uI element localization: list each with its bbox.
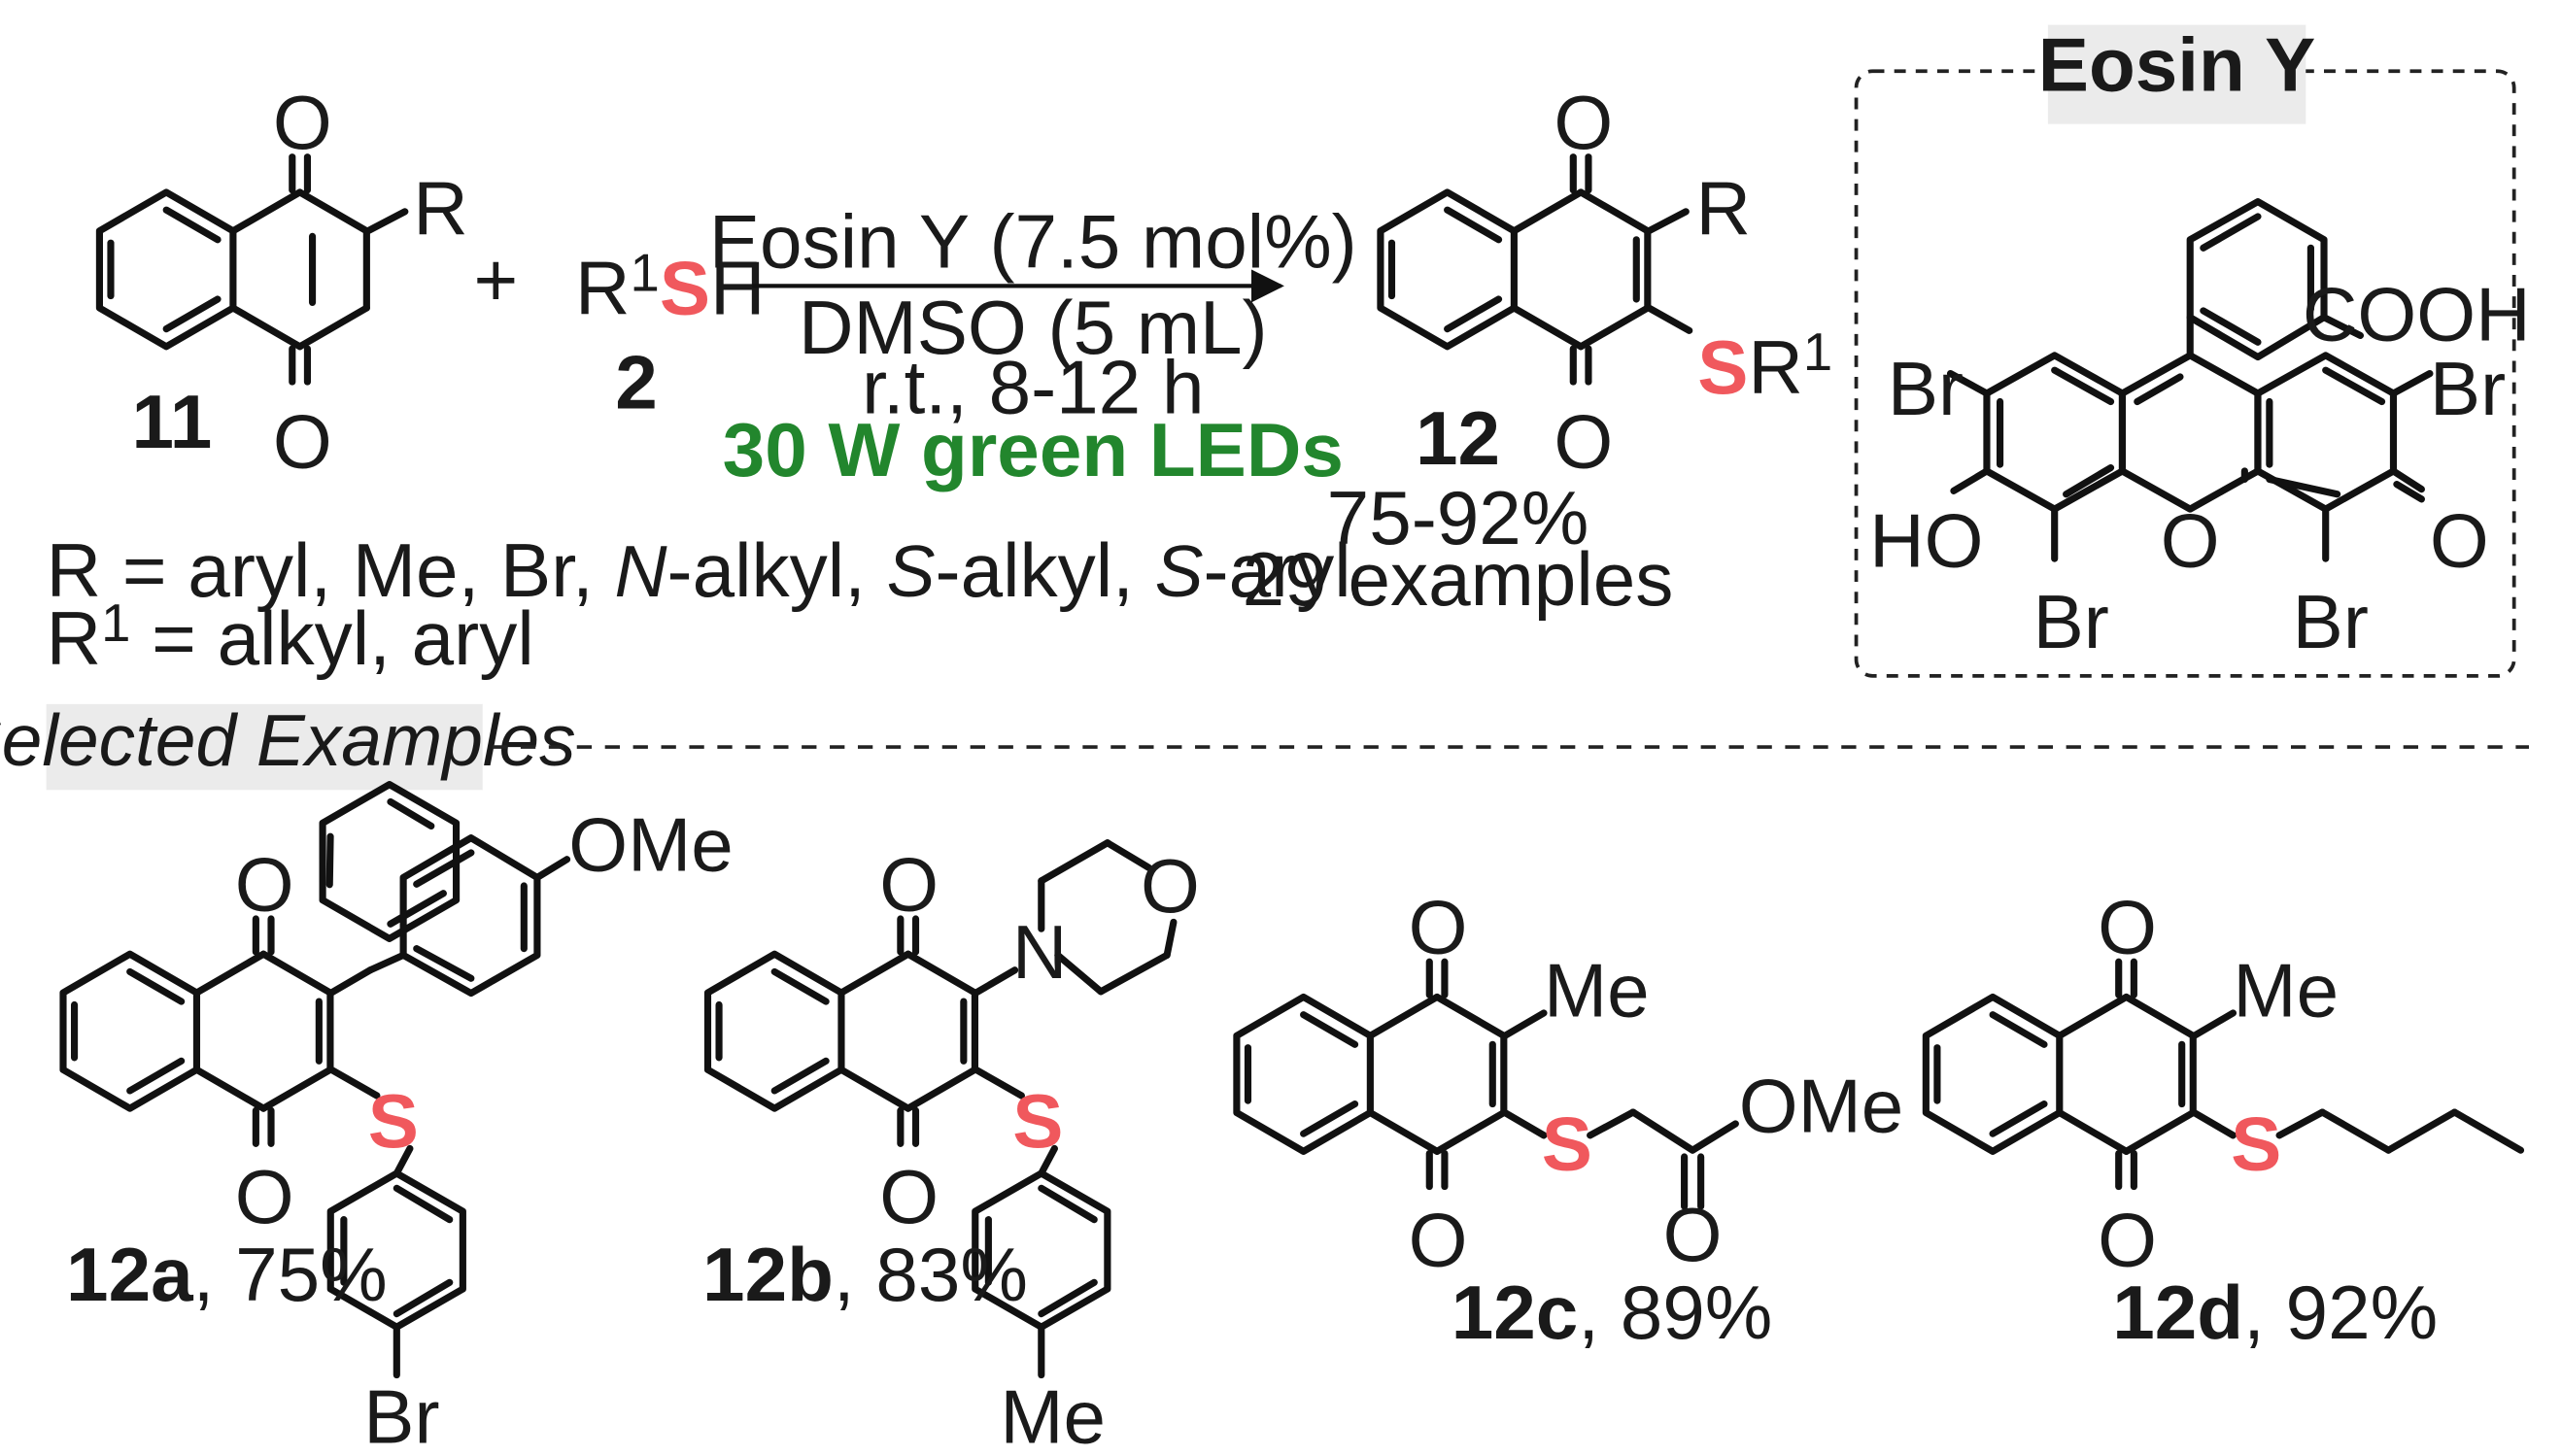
12c-o-top: O <box>1409 885 1468 970</box>
12b-label: 12b <box>702 1232 834 1317</box>
eosin-title-box <box>2047 24 2306 124</box>
scope-r-line: R = aryl, Me, Br, N-alkyl, S-alkyl, S-ar… <box>47 527 1351 613</box>
product-yield: 75-92% <box>1327 475 1589 560</box>
12d-yield: , 92% <box>2243 1270 2438 1355</box>
product-examples: 29 examples <box>1243 536 1674 622</box>
reactant-r-label: R <box>413 166 468 252</box>
12a-label: 12a <box>66 1232 194 1317</box>
12d-o-top: O <box>2098 885 2157 970</box>
svg-text:12b, 83%: 12b, 83% <box>702 1232 1028 1317</box>
svg-text:12a, 75%: 12a, 75% <box>66 1232 388 1317</box>
12d-sulfur: S <box>2231 1101 2281 1187</box>
reactant-o-top: O <box>273 80 332 165</box>
svg-text:SR1: SR1 <box>1697 322 1832 410</box>
condition-temp-time: r.t., 8-12 h <box>862 344 1204 429</box>
12c-o-bottom: O <box>1409 1197 1468 1282</box>
12c-yield: , 89% <box>1578 1270 1772 1355</box>
12c-ester-ome: OMe <box>1739 1063 1904 1148</box>
12c-label: 12c <box>1452 1270 1579 1355</box>
12b-o-top: O <box>879 841 939 927</box>
12d-label: 12d <box>2112 1270 2243 1355</box>
thiol-number: 2 <box>615 339 658 424</box>
12d-o-bottom: O <box>2098 1197 2157 1282</box>
scope-r1-line: R1 = alkyl, aryl <box>47 593 534 681</box>
eosin-br-bottom-right: Br <box>2293 579 2369 664</box>
condition-solvent: DMSO (5 mL) <box>799 285 1268 370</box>
12a-o-top: O <box>235 841 294 927</box>
12a-o-bottom: O <box>235 1154 294 1239</box>
12b-sulfur: S <box>1012 1078 1063 1164</box>
thiol-sulfur: S <box>660 245 710 330</box>
eosin-ho: HO <box>1869 498 1983 584</box>
selected-examples-title-box <box>46 703 483 791</box>
example-12a: O O OMe S Br 12a, 75% <box>63 765 734 1456</box>
condition-catalyst: Eosin Y (7.5 mol%) <box>709 199 1357 285</box>
example-12b: O O N O S Me 12b, 83% <box>702 839 1200 1456</box>
product-12: O O R SR1 12 75-92% 29 examples <box>1243 80 1833 622</box>
12b-me: Me <box>1000 1373 1106 1456</box>
product-sulfur: S <box>1697 324 1748 410</box>
12a-yield: , 75% <box>193 1232 388 1317</box>
svg-text:12d, 92%: 12d, 92% <box>2112 1270 2438 1355</box>
example-12c: O O Me S OMe O 12c, 89% <box>1237 885 1903 1355</box>
selected-examples-title: Selected Examples <box>0 699 576 781</box>
plus-sign: + <box>474 237 519 322</box>
eosin-br-bottom-left: Br <box>2033 579 2109 664</box>
product-r1-sup: 1 <box>1803 322 1832 382</box>
12c-sulfur: S <box>1542 1101 1592 1187</box>
12c-me: Me <box>1544 947 1650 1033</box>
12b-o-bottom: O <box>879 1154 939 1239</box>
eosin-y-box: Eosin Y <box>1854 22 2531 678</box>
thiol-r: R <box>575 245 631 330</box>
12c-ester-o: O <box>1663 1192 1723 1277</box>
12a-br: Br <box>363 1373 439 1456</box>
eosin-structure <box>1946 198 2434 562</box>
product-number: 12 <box>1416 395 1500 481</box>
product-o-bottom: O <box>1554 399 1613 485</box>
thiol-r-sup: 1 <box>631 244 660 303</box>
12b-yield: , 83% <box>834 1232 1028 1317</box>
reactant-number: 11 <box>132 379 213 464</box>
reactant-11: O O R 11 <box>99 80 468 485</box>
product-r-label: R <box>1696 166 1752 252</box>
eosin-ring-o: O <box>2161 498 2220 584</box>
12d-me: Me <box>2233 947 2339 1033</box>
12a-ome: OMe <box>568 802 734 888</box>
product-o-top: O <box>1554 80 1613 165</box>
condition-light: 30 W green LEDs <box>723 407 1344 492</box>
eosin-br-top-right: Br <box>2430 346 2506 431</box>
reactant-o-bottom: O <box>273 399 332 485</box>
product-r1: R <box>1748 324 1803 410</box>
eosin-br-top-left: Br <box>1888 346 1964 431</box>
eosin-keto-o: O <box>2430 498 2489 584</box>
eosin-cooh: COOH <box>2303 272 2531 357</box>
example-12d: O O Me S 12d, 92% <box>1926 885 2525 1355</box>
eosin-title: Eosin Y <box>2038 22 2316 108</box>
12b-morpholine-n: N <box>1012 909 1068 995</box>
12b-morpholine-o: O <box>1141 843 1200 929</box>
svg-text:12c, 89%: 12c, 89% <box>1452 1270 1773 1355</box>
12a-sulfur: S <box>368 1078 419 1164</box>
